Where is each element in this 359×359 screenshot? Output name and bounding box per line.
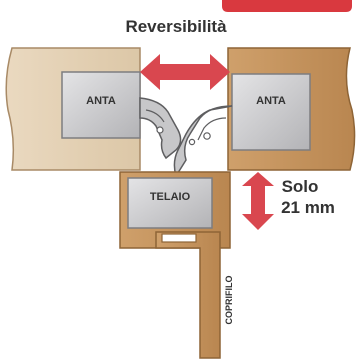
trim-slot [161,233,197,243]
note-line-2: 21 mm [281,198,335,217]
double-horizontal-arrow-icon [140,54,230,90]
top-tab [222,0,352,12]
left-panel-label: ANTA [86,95,116,107]
right-panel-insert [231,73,311,151]
diagram-title: Reversibilità [125,17,227,36]
right-hinge [173,105,233,178]
trim-body [155,231,221,359]
left-hinge [139,97,182,160]
trim-label: COPRIFILO [224,276,234,325]
frame-label: TELAIO [150,191,191,203]
double-vertical-arrow-icon [242,172,274,230]
right-panel-label: ANTA [256,95,286,107]
note-line-1: Solo [282,177,319,196]
frame-insert [127,177,213,229]
